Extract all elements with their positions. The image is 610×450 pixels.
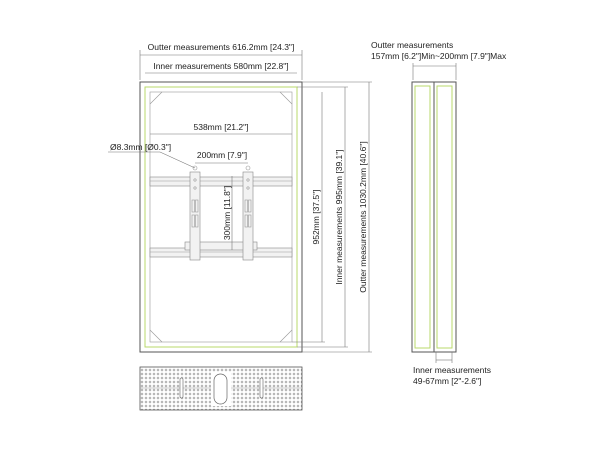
inner-width-label: Inner measurements 580mm [22.8"] xyxy=(153,61,288,71)
outer-height-label: Outter measurements 1030.2mm [40.6"] xyxy=(358,141,368,292)
side-view: Outter measurements 157mm [6.2"]Min~200m… xyxy=(371,40,507,386)
inner-height-label: Inner measurements 995mm [39.1"] xyxy=(334,149,344,284)
front-view: Outter measurements 616.2mm [24.3"] Inne… xyxy=(108,42,372,353)
inner-frame-green xyxy=(144,86,298,348)
outer-depth-label-line2: 157mm [6.2"]Min~200mm [7.9"]Max xyxy=(371,51,507,61)
perforated-plate-view xyxy=(139,366,303,411)
outer-frame xyxy=(139,81,303,353)
mounting-rails xyxy=(149,176,293,258)
bracket-vertical-spacing-label: 300mm [11.8"] xyxy=(222,186,232,240)
right-bracket xyxy=(242,165,254,261)
rail-width-label: 538mm [21.2"] xyxy=(194,122,249,132)
outer-depth-label-line1: Outter measurements xyxy=(371,40,453,50)
hole-diameter-label: Ø8.3mm [Ø0.3"] xyxy=(110,142,171,152)
inner-depth-label-line1: Inner measurements xyxy=(413,365,491,375)
inner-depth-label-line2: 49-67mm [2"-2.6"] xyxy=(413,376,481,386)
inner-cavity xyxy=(149,91,293,343)
bracket-horizontal-spacing-label: 200mm [7.9"] xyxy=(197,150,247,160)
outer-width-label: Outter measurements 616.2mm [24.3"] xyxy=(148,42,295,52)
left-bracket xyxy=(189,165,201,261)
height-952-label: 952mm [37.5"] xyxy=(311,190,321,245)
